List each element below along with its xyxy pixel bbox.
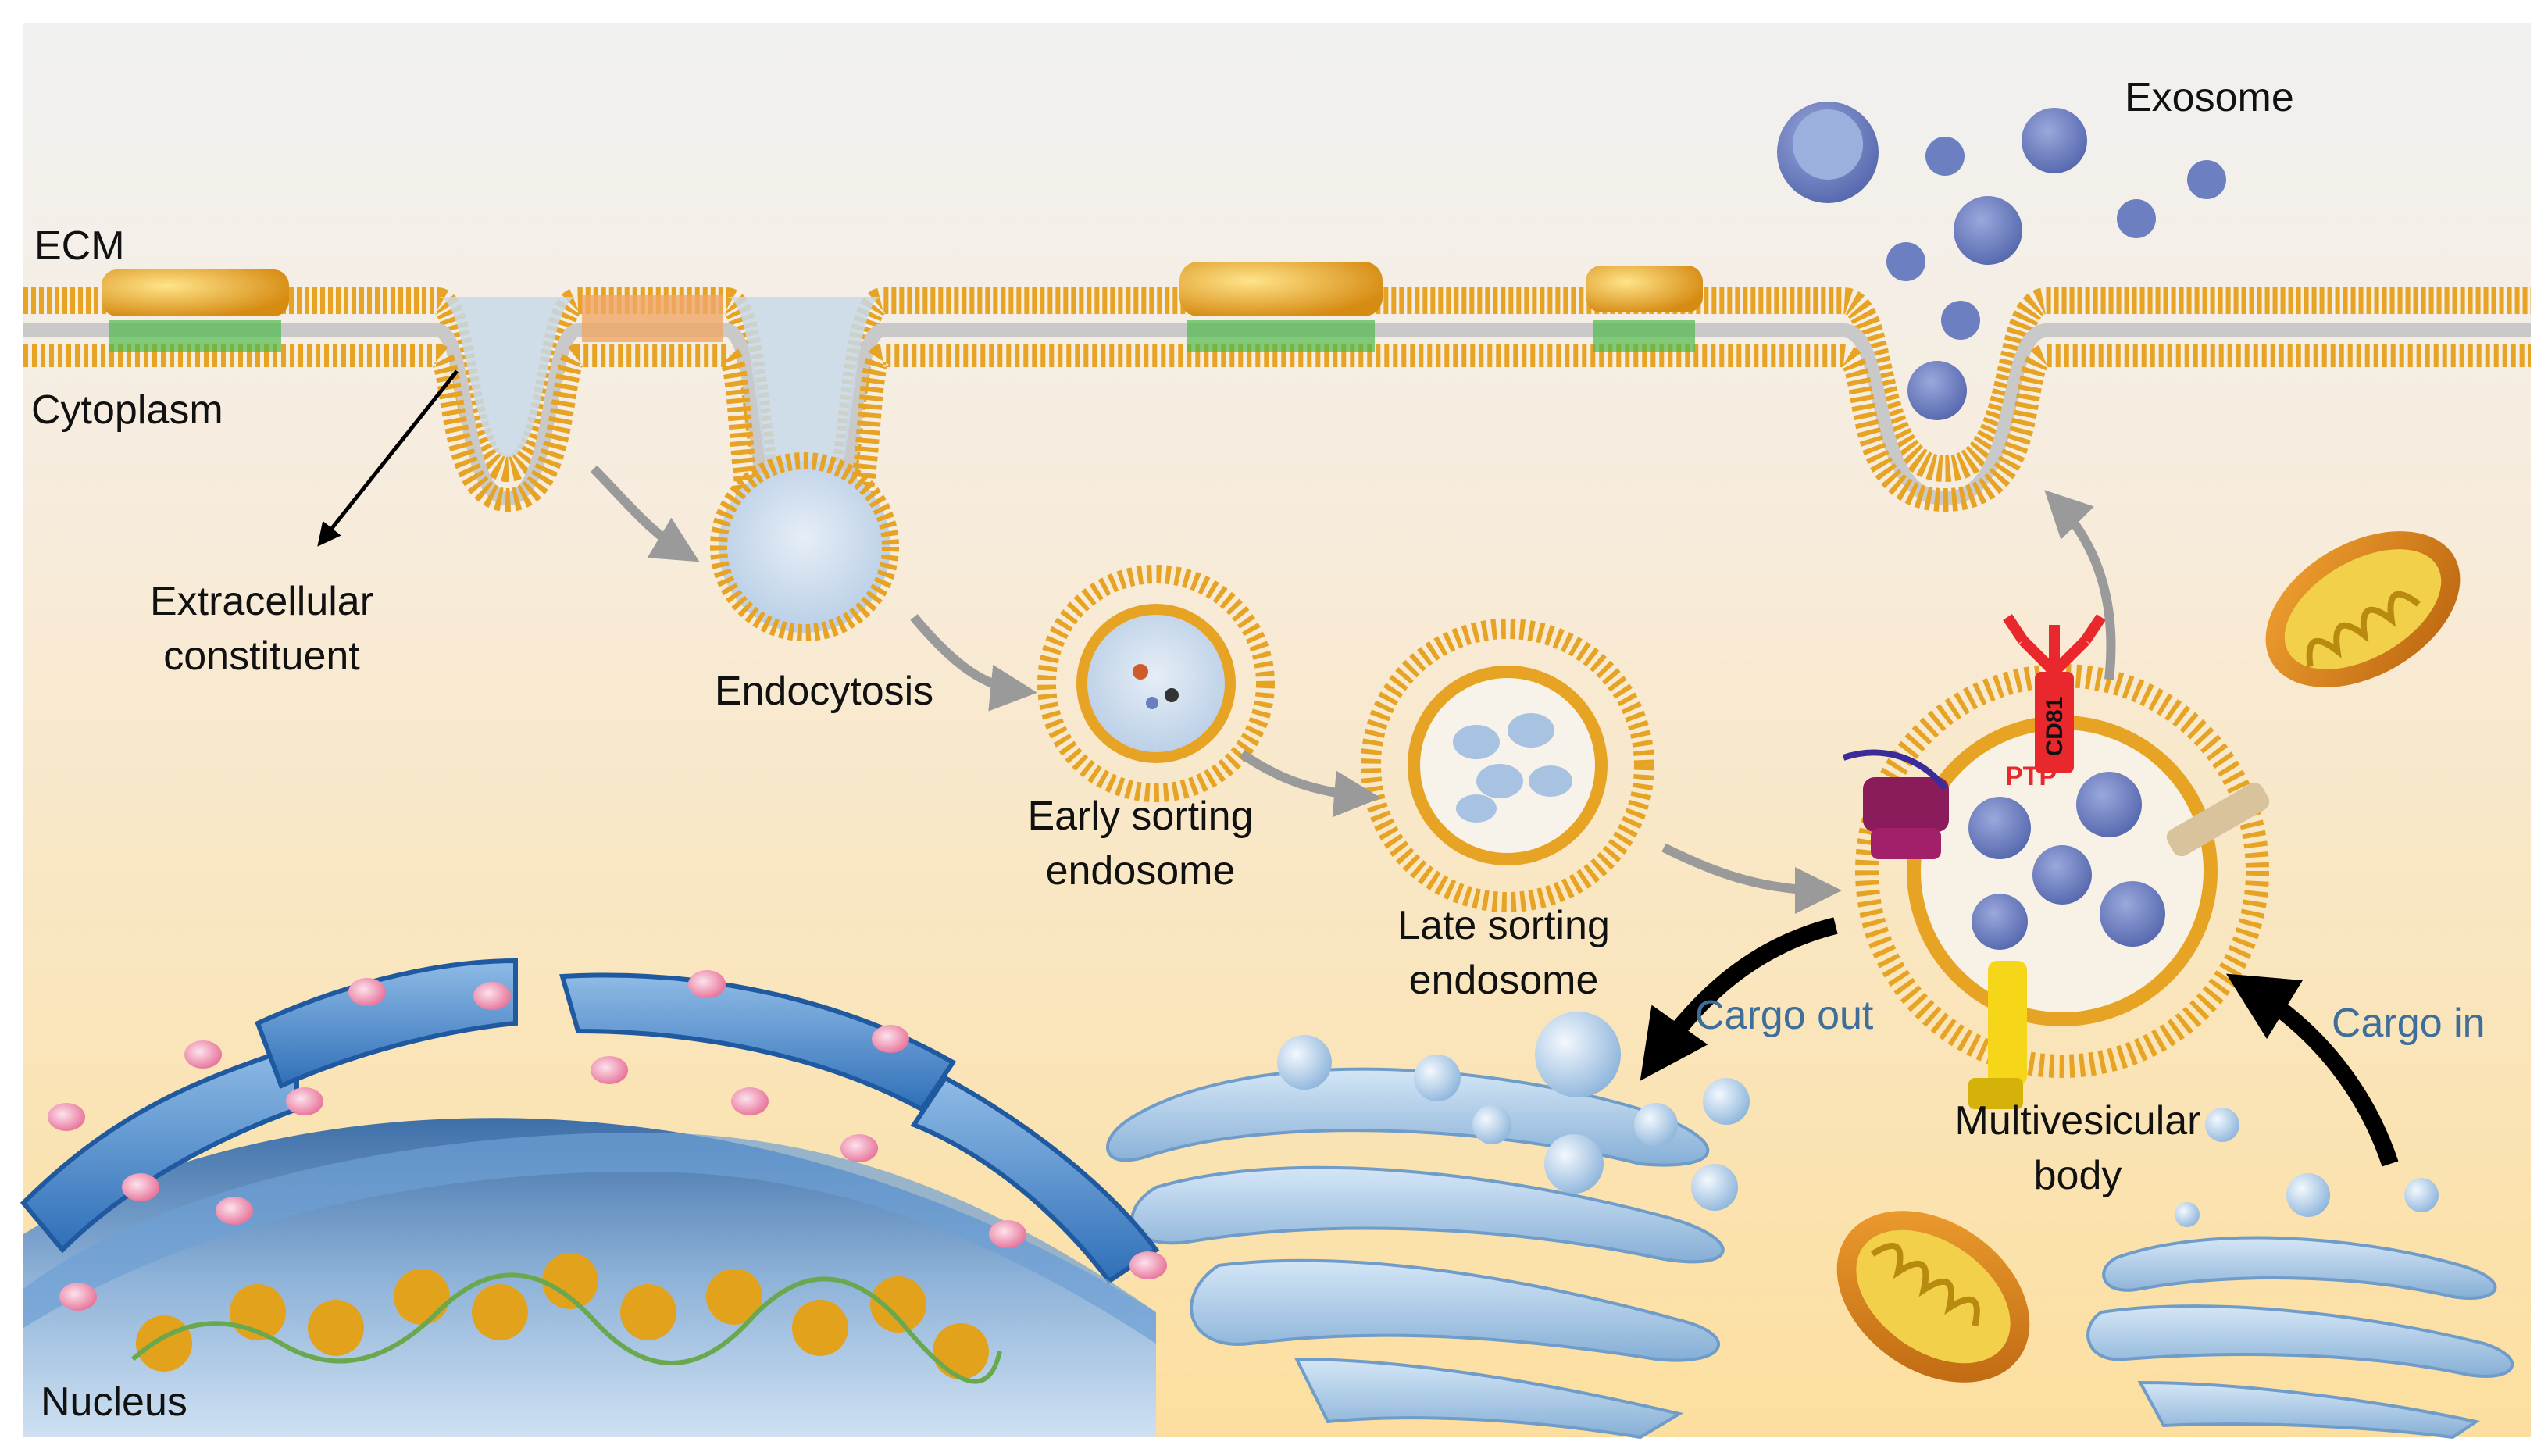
membrane-receptor-cluster-right [1586,266,1703,352]
ecm-label: ECM [34,223,125,269]
process-arrows [590,465,2116,914]
multivesicular-body-label-line1: Multivesicular [1954,1098,2201,1144]
golgi-vesicles-center [1277,1012,1750,1211]
mitochondrion-lower [1836,1211,2030,1383]
cargo-in-arrow [2225,973,2399,1167]
nucleus-label: Nucleus [41,1379,187,1425]
multivesicular-body [1855,664,2269,1078]
cargo-out-arrow [1640,917,1838,1081]
released-exosomes [1777,102,2226,340]
multivesicular-body-label-line2: body [2033,1153,2122,1198]
yellow-transporter [1968,961,2027,1109]
cd81-protein: CD81 PTP [2003,614,2106,791]
membrane-channel [2166,783,2270,857]
membrane-receptor-cluster-left [102,269,289,352]
ptp-label: PTP [2005,762,2057,791]
endocytosis-label: Endocytosis [714,669,934,714]
early-sorting-endosome-label-line1: Early sorting [1027,794,1254,839]
early-sorting-endosome [1037,565,1275,802]
cytoplasm-label: Cytoplasm [31,387,223,433]
exosome-in-membrane-pocket [1907,361,1967,420]
purple-membrane-protein [1842,749,1949,859]
exosome-label: Exosome [2125,75,2294,120]
extracellular-constituent-label-line2: constituent [163,633,360,679]
late-sorting-endosome-label-line1: Late sorting [1397,903,1610,948]
cargo-out-label: Cargo out [1695,993,1874,1038]
mitochondrion-upper [2265,531,2461,687]
cargo-in-label: Cargo in [2332,1001,2486,1046]
extracellular-constituent-label-line1: Extracellular [149,579,374,624]
chromatin [131,1253,1002,1384]
cargo-arrows [1640,917,2399,1167]
nuclear-pores [48,970,1167,1311]
golgi-apparatus-right [2086,1236,2514,1440]
late-sorting-endosome-label-line2: endosome [1408,958,1599,1003]
golgi-vesicles-right [2175,1108,2439,1227]
golgi-apparatus-center [1106,1067,1725,1440]
early-sorting-endosome-label-line2: endosome [1045,848,1236,894]
membrane-receptor-cluster-mid [1179,262,1383,352]
endocytic-vesicle [710,452,899,641]
cd81-label: CD81 [2042,697,2068,757]
late-sorting-endosome [1361,619,1654,912]
extracellular-pointer [317,369,459,547]
